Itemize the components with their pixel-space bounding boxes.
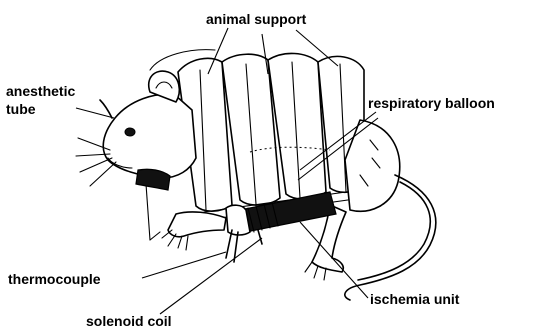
rat-eye: [125, 128, 135, 136]
label-respiratory-balloon: respiratory balloon: [368, 95, 495, 111]
label-thermocouple: thermocouple: [8, 271, 101, 287]
label-anesthetic-tube-line1: anesthetic: [6, 83, 75, 99]
label-solenoid-coil: solenoid coil: [86, 313, 172, 329]
label-anesthetic-tube-line2: tube: [6, 101, 36, 117]
label-animal-support: animal support: [206, 11, 307, 27]
anesthetic-mouthpiece: [136, 169, 170, 190]
rat-head: [76, 71, 196, 190]
rat-foreleg: [162, 212, 226, 250]
label-ischemia-unit: ischemia unit: [370, 291, 460, 307]
